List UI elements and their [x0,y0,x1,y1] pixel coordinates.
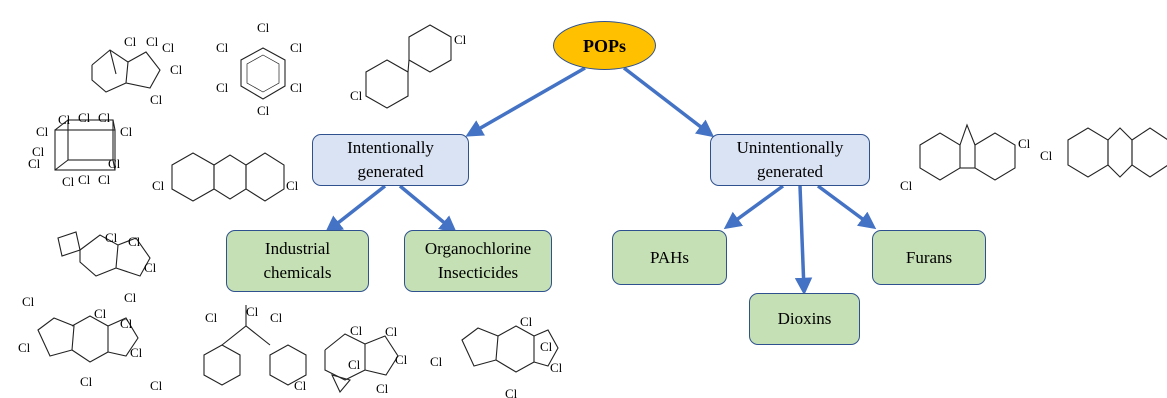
industrial-chemicals-label-line-1: Industrial [264,239,331,258]
chlorine-atom-label: Cl [108,156,121,171]
chlorine-atom-label: Cl [270,310,283,325]
chlorine-atom-label: Cl [62,174,75,189]
chlorine-atom-label: Cl [146,34,159,49]
structure-dieldrin [57,231,151,277]
structure-pcb [365,24,452,109]
structure-mirex [54,119,116,171]
chlorine-atom-label: Cl [58,112,71,127]
chlorine-atom-label: Cl [505,386,518,398]
pahs-node: PAHs [612,230,727,285]
chlorine-atom-label: Cl [348,357,361,372]
intentionally-generated-label-line-1: Intentionally [347,138,434,157]
chlorine-atom-label: Cl [216,80,229,95]
chlorine-atom-label: Cl [385,324,398,339]
structure-heptachlor-epoxide [324,333,399,394]
chlorine-atom-label: Cl [98,172,111,187]
chlorine-atom-label: Cl [376,381,389,396]
pops-node: POPs [553,21,656,70]
chlorine-atom-label: Cl [216,40,229,55]
chlorine-atom-label: Cl [120,316,133,331]
chlorine-atom-label: Cl [152,178,165,193]
arrow-pops-to-intentional [465,66,586,137]
chlorine-atom-label: Cl [286,178,299,193]
chlorine-atom-label: Cl [78,110,91,125]
arrow-unintentional-to-furans [816,184,877,230]
arrow-unintentional-to-dioxins [794,185,813,296]
chlorine-atom-label: Cl [290,40,303,55]
arrow-intentional-to-industrial [324,184,387,234]
chlorine-atom-label: Cl [78,172,91,187]
chlorine-atom-label: Cl [36,124,49,139]
dioxins-node: Dioxins [749,293,860,345]
structure-aldrin [91,49,161,93]
unintentionally-generated-label-line-2: generated [756,162,824,181]
structure-hexachlorobenzene [240,47,286,100]
chlorine-atom-label: Cl [22,294,35,309]
dioxins-label: Dioxins [777,309,832,328]
chlorine-atom-label: Cl [290,80,303,95]
chlorine-atom-label: Cl [350,323,363,338]
chlorine-atom-label: Cl [550,360,563,375]
structure-heptachlor [461,325,559,373]
chlorine-atom-label: Cl [80,374,93,389]
chlorine-atom-label: Cl [257,20,270,35]
organochlorine-insecticides-label-line-1: Organochlorine [424,239,532,258]
chlorine-atom-label: Cl [94,306,107,321]
chlorine-atom-label: Cl [430,354,443,369]
structure-ddt [203,305,307,386]
chlorine-atom-label: Cl [540,339,553,354]
chlorine-atom-label: Cl [18,340,31,355]
chlorine-atom-label: Cl [454,32,467,47]
chlorine-atom-label: Cl [150,378,163,393]
chlorine-atom-label: Cl [257,103,270,118]
pahs-label: PAHs [649,247,690,267]
chlorine-atom-label: Cl [32,144,45,159]
industrial-chemicals-label-line-2: chemicals [263,263,332,282]
chlorine-atom-label: Cl [128,234,141,249]
chlorine-atom-label: Cl [130,345,143,360]
intentionally-generated-node: Intentionally generated [312,134,469,186]
structure-chlordane [37,315,139,363]
arrow-pops-to-unintentional [622,66,715,138]
chlorine-atom-label: Cl [144,260,157,275]
chlorine-atom-label: Cl [162,40,175,55]
chlorine-atom-label: Cl [150,92,163,107]
chlorine-atom-label: Cl [124,34,137,49]
chlorine-atom-label: Cl [120,124,133,139]
chlorine-atom-label: Cl [246,304,259,319]
chlorine-atom-label: Cl [1018,136,1031,151]
chlorine-atom-label: Cl [98,110,111,125]
chlorine-atom-label: Cl [1040,148,1053,163]
chlorine-atom-label: Cl [28,156,41,171]
pops-label: POPs [583,35,626,56]
intentionally-generated-label-line-2: generated [357,162,424,181]
chlorine-atom-label: Cl [520,314,533,329]
organochlorine-insecticides-node: Organochlorine Insecticides [404,230,552,292]
chlorine-atom-label: Cl [205,310,218,325]
arrow-intentional-to-organochlorine [398,184,458,234]
furans-label: Furans [905,247,953,267]
arrow-unintentional-to-pahs [723,184,785,230]
structure-dihydroanthracene [171,152,285,202]
chlorine-atom-label: Cl [170,62,183,77]
structure-dibenzodioxin [1067,127,1167,178]
chlorine-atom-label: Cl [124,290,137,305]
unintentionally-generated-label-line-1: Unintentionally [736,138,844,157]
furans-node: Furans [872,230,986,285]
chlorine-atom-label: Cl [105,230,118,245]
chlorine-atom-label: Cl [294,378,307,393]
organochlorine-insecticides-label-line-2: Insecticides [437,263,519,282]
industrial-chemicals-node: Industrial chemicals [226,230,369,292]
chlorine-atom-label: Cl [395,352,408,367]
chlorine-atom-label: Cl [350,88,363,103]
structure-dibenzofuran [919,123,1016,181]
chlorine-atom-label: Cl [900,178,913,193]
unintentionally-generated-node: Unintentionally generated [710,134,870,186]
